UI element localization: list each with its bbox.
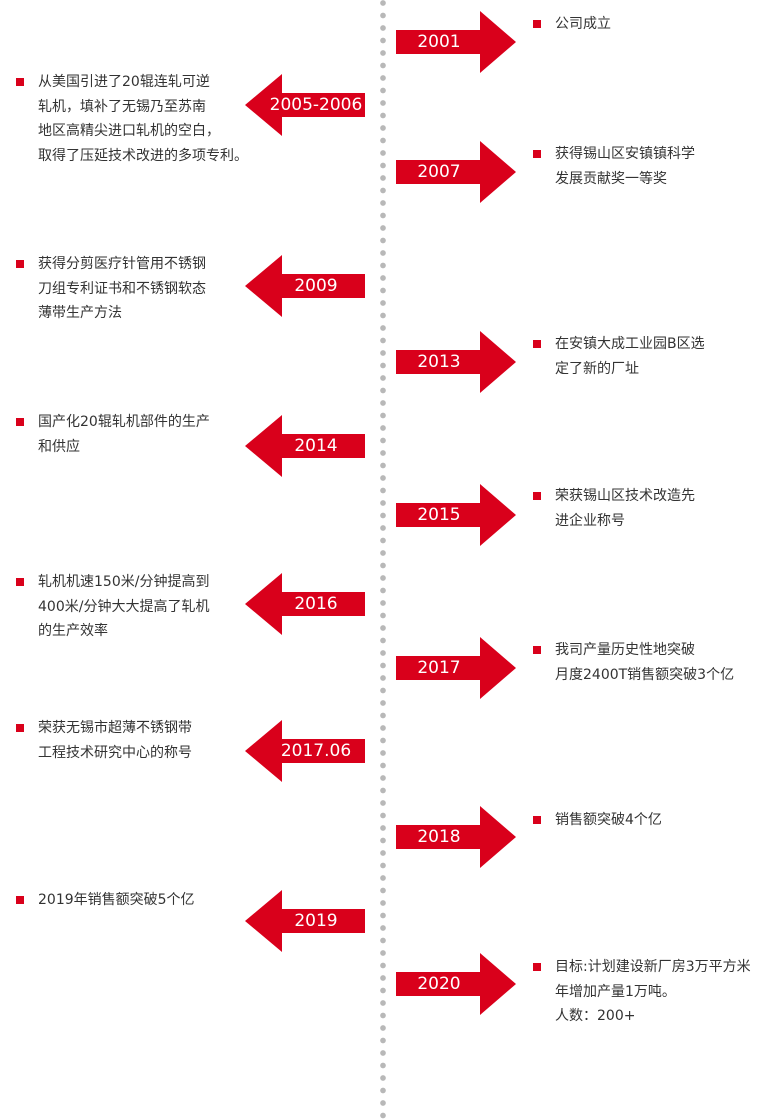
year-arrow: 2018 bbox=[396, 806, 516, 868]
bullet-square-icon bbox=[16, 578, 24, 586]
year-arrow: 2014 bbox=[245, 415, 365, 477]
year-arrow: 2019 bbox=[245, 890, 365, 952]
year-label: 2001 bbox=[417, 32, 461, 52]
arrow-left-shape bbox=[245, 890, 365, 952]
event-description: 获得分剪医疗针管用不锈钢 刀组专利证书和不锈钢软态 薄带生产方法 bbox=[38, 256, 206, 321]
year-label: 2018 bbox=[417, 827, 461, 847]
year-label: 2019 bbox=[294, 911, 338, 931]
year-arrow: 2009 bbox=[245, 255, 365, 317]
event-description: 在安镇大成工业园B区选 定了新的厂址 bbox=[555, 336, 705, 377]
bullet-square-icon bbox=[16, 724, 24, 732]
arrow-left-shape bbox=[245, 255, 365, 317]
event-description: 从美国引进了20辊连轧可逆 轧机，填补了无锡乃至苏南 地区高精尖进口轧机的空白，… bbox=[38, 74, 248, 164]
bullet-square-icon bbox=[533, 963, 541, 971]
year-arrow: 2016 bbox=[245, 573, 365, 635]
event-description: 2019年销售额突破5个亿 bbox=[38, 892, 195, 908]
arrow-left-shape bbox=[245, 415, 365, 477]
year-arrow: 2007 bbox=[396, 141, 516, 203]
bullet-square-icon bbox=[533, 20, 541, 28]
year-label: 2014 bbox=[294, 436, 338, 456]
year-arrow: 2005-2006 bbox=[245, 74, 365, 136]
event-description: 目标:计划建设新厂房3万平方米 年增加产量1万吨。 人数：200+ bbox=[555, 959, 751, 1024]
event-description: 荣获锡山区技术改造先 进企业称号 bbox=[555, 488, 695, 529]
event-description: 荣获无锡市超薄不锈钢带 工程技术研究中心的称号 bbox=[38, 720, 192, 761]
year-label: 2013 bbox=[417, 352, 461, 372]
event-description: 我司产量历史性地突破 月度2400T销售额突破3个亿 bbox=[555, 642, 735, 683]
bullet-square-icon bbox=[533, 646, 541, 654]
year-label: 2016 bbox=[294, 594, 338, 614]
year-label: 2020 bbox=[417, 974, 461, 994]
bullet-square-icon bbox=[16, 896, 24, 904]
arrow-right-shape bbox=[396, 11, 516, 73]
timeline-dotted-spine bbox=[380, 0, 386, 1120]
arrow-left-shape bbox=[245, 720, 365, 782]
arrow-right-shape bbox=[396, 637, 516, 699]
arrow-left-shape bbox=[245, 74, 365, 136]
bullet-square-icon bbox=[533, 150, 541, 158]
event-description: 国产化20辊轧机部件的生产 和供应 bbox=[38, 414, 210, 455]
event-description: 获得锡山区安镇镇科学 发展贡献奖一等奖 bbox=[555, 146, 695, 187]
arrow-right-shape bbox=[396, 331, 516, 393]
year-label: 2009 bbox=[294, 276, 338, 296]
year-arrow: 2001 bbox=[396, 11, 516, 73]
arrow-right-shape bbox=[396, 484, 516, 546]
bullet-square-icon bbox=[16, 78, 24, 86]
year-arrow: 2020 bbox=[396, 953, 516, 1015]
bullet-square-icon bbox=[533, 816, 541, 824]
bullet-square-icon bbox=[16, 260, 24, 268]
year-label: 2007 bbox=[417, 162, 461, 182]
bullet-square-icon bbox=[533, 340, 541, 348]
bullet-square-icon bbox=[533, 492, 541, 500]
bullet-square-icon bbox=[16, 418, 24, 426]
arrow-right-shape bbox=[396, 806, 516, 868]
year-arrow: 2013 bbox=[396, 331, 516, 393]
year-arrow: 2015 bbox=[396, 484, 516, 546]
event-description: 公司成立 bbox=[555, 16, 611, 32]
arrow-left-shape bbox=[245, 573, 365, 635]
year-arrow: 2017 bbox=[396, 637, 516, 699]
arrow-right-shape bbox=[396, 141, 516, 203]
year-label: 2017 bbox=[417, 658, 461, 678]
year-label: 2005-2006 bbox=[269, 95, 363, 115]
event-description: 轧机机速150米/分钟提高到 400米/分钟大大提高了轧机 的生产效率 bbox=[38, 574, 210, 639]
year-label: 2015 bbox=[417, 505, 461, 525]
year-arrow: 2017.06 bbox=[245, 720, 365, 782]
year-label: 2017.06 bbox=[280, 741, 352, 761]
event-description: 销售额突破4个亿 bbox=[555, 812, 662, 828]
arrow-right-shape bbox=[396, 953, 516, 1015]
